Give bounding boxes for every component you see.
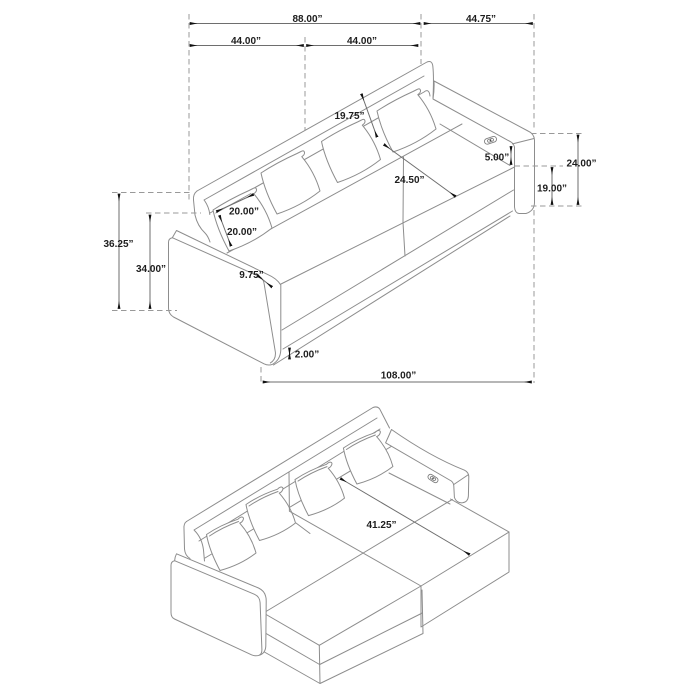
svg-text:20.00”: 20.00”	[229, 207, 259, 218]
svg-text:44.00”: 44.00”	[231, 36, 261, 47]
svg-text:2.00”: 2.00”	[295, 350, 319, 361]
svg-text:44.00”: 44.00”	[347, 36, 377, 47]
svg-text:20.00”: 20.00”	[227, 227, 257, 238]
svg-text:108.00”: 108.00”	[381, 371, 417, 382]
svg-text:24.50”: 24.50”	[394, 175, 424, 186]
svg-text:41.25”: 41.25”	[366, 520, 396, 531]
svg-text:19.75”: 19.75”	[334, 111, 364, 122]
svg-text:36.25”: 36.25”	[103, 239, 133, 250]
svg-text:19.00”: 19.00”	[537, 184, 567, 195]
svg-text:88.00”: 88.00”	[292, 14, 322, 25]
svg-text:24.00”: 24.00”	[566, 159, 596, 170]
svg-text:44.75”: 44.75”	[466, 14, 496, 25]
svg-text:9.75”: 9.75”	[239, 270, 263, 281]
svg-text:5.00”: 5.00”	[485, 153, 509, 164]
svg-text:34.00”: 34.00”	[136, 264, 166, 275]
